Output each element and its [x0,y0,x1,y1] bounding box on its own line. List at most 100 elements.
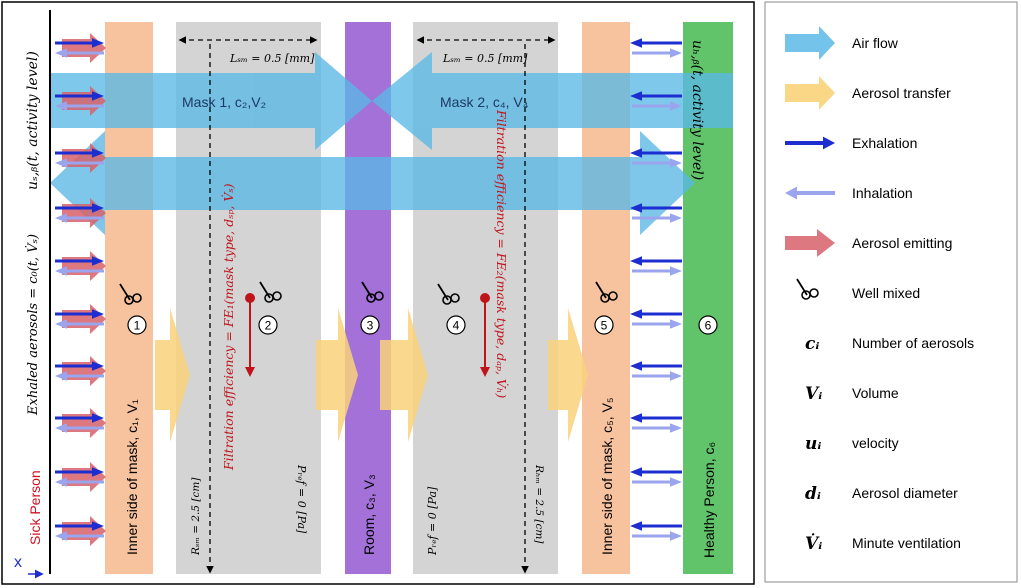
zone-number-4: 4 [453,319,460,333]
mask2-pressure-label: Pᵣₑf = 0 [Pa] [426,486,439,556]
exhalation-arrow [55,413,104,423]
exhalation-arrow [630,309,682,319]
zone-number-2: 2 [265,319,272,333]
exhalation-arrow [55,38,104,48]
exhaled-aerosols-label: Exhaled aerosols = c₀(t, V̇ₛ) [25,234,41,416]
legend-item: Well mixed [796,278,920,301]
zone-number-3: 3 [367,319,374,333]
mask1-thickness-label: Lₛₘ = 0.5 [mm] [229,52,315,65]
exhalation-arrow [55,203,104,213]
legend-item: V̇ᵢ Minute ventilation [805,534,961,554]
airflow-inhale-arrow [372,52,733,150]
mask1-filtration-label: Filtration efficiency = FE₁(mask type, d… [221,183,236,471]
legend-text: Aerosol transfer [852,85,951,101]
exhalation-arrow [630,256,682,266]
airflow-exhale-arrow [50,52,372,150]
exhalation-arrow [630,361,682,371]
inhalation-arrow [632,477,682,487]
legend-symbol: V̇ᵢ [805,534,822,554]
legend-airflow-swatch [785,26,835,60]
x-axis-label: x [14,554,22,571]
mask1-name: Mask 1, c₂,V₂ [182,94,266,110]
inhalation-arrow [632,48,682,58]
well-mixed-icon [361,281,384,303]
inner-mask-5-label: Inner side of mask, c₅, V₅ [599,397,615,555]
well-mixed-icon [437,283,460,305]
zone-number-1-circle [127,315,147,335]
healthy-velocity-label: uₕ,ᵦ(t, activity level) [689,40,705,180]
inhalation-arrow [55,48,104,58]
zone-number-3-circle [360,315,380,335]
inhalation-arrow [55,101,104,111]
sick-velocity-label: uₛ,ᵦ(t, activity level) [25,51,41,190]
exhalation-arrow [55,148,104,158]
exhalation-arrow [630,467,682,477]
inhalation-arrow [632,371,682,381]
inhalation-arrow [632,101,682,111]
legend-inhalation-swatch [785,186,835,200]
exhalation-arrow [55,256,104,266]
legend-text: velocity [852,435,899,451]
exhalation-arrow [630,38,682,48]
zone-number-5-circle [594,315,614,335]
legend-text: Exhalation [852,135,917,151]
inhalation-arrow [55,371,104,381]
legend-exhalation-swatch [785,136,835,150]
exhalation-arrow [55,361,104,371]
legend-text: Aerosol diameter [852,485,958,501]
legend-item: Aerosol transfer [785,76,951,110]
aerosol-transfer-3 [380,308,428,442]
healthy-person-label: Healthy Person, c₆ [701,442,717,558]
legend-symbol: dᵢ [805,484,821,504]
room-label: Room, c₃, V₃ [361,474,377,555]
airflow-room-band-right [372,131,695,235]
mask1-radius-label: Rₛₘ = 2.5 [cm] [190,477,202,556]
legend-item: Aerosol emitting [785,229,952,257]
exhalation-arrow [55,91,104,101]
exhalation-arrow [630,148,682,158]
mask1-drop [245,293,255,303]
legend-symbol: Vᵢ [805,384,822,404]
legend-symbol: uᵢ [805,434,821,454]
exhalation-arrow [630,521,682,531]
legend-text: Inhalation [852,185,913,201]
inhalation-arrow [632,319,682,329]
legend-text: Number of aerosols [852,335,974,351]
legend-symbol: cᵢ [805,334,819,354]
inhalation-arrow [632,266,682,276]
legend-text: Volume [852,385,899,401]
aerosol-transfer-4 [548,308,588,442]
inhalation-arrow [55,423,104,433]
legend-aerosol-swatch [785,76,835,110]
legend-emit-swatch [785,229,835,257]
exhalation-arrow [55,521,104,531]
exhalation-arrow [55,309,104,319]
legend-text: Well mixed [852,285,920,301]
inhalation-arrow [55,158,104,168]
zone-number-1: 1 [134,319,141,333]
legend-item: Air flow [785,26,899,60]
inhalation-arrow [632,213,682,223]
mask2-drop [480,293,490,303]
exhalation-arrow [630,203,682,213]
well-mixed-icon [119,283,142,305]
zone-number-6-circle [698,315,718,335]
mask2-thickness-label: Lₛₘ = 0.5 [mm] [442,52,528,65]
legend-text: Aerosol emitting [852,235,952,251]
inhalation-arrow [55,213,104,223]
aerosol-transfer-1 [155,308,190,442]
legend-item: dᵢ Aerosol diameter [805,484,958,504]
legend-item: Vᵢ Volume [805,384,899,404]
legend-item: uᵢ velocity [805,434,899,454]
zone-number-5: 5 [601,319,608,333]
legend-text: Minute ventilation [852,535,961,551]
exhalation-arrow [55,467,104,477]
airflow-room-band-left [50,131,372,235]
inhalation-arrow [55,477,104,487]
well-mixed-icon [595,281,618,303]
exhalation-arrow [630,413,682,423]
inhalation-arrow [55,266,104,276]
inhalation-arrow [632,423,682,433]
inhalation-arrow [55,531,104,541]
